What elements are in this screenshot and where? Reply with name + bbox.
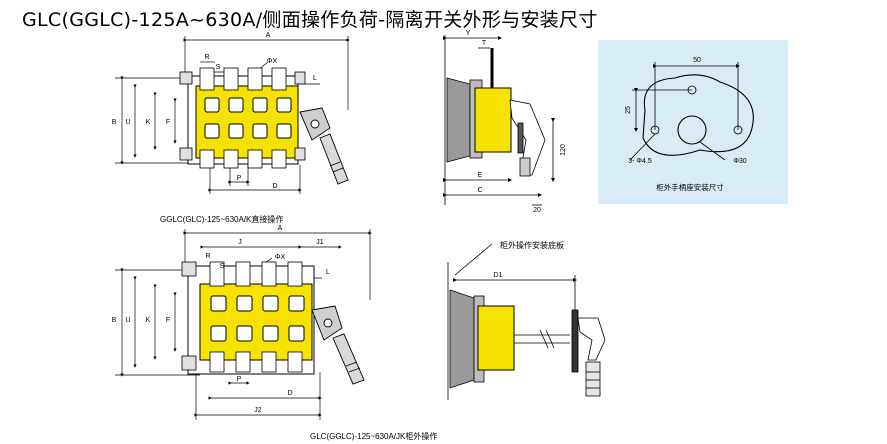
terminal-posts-top [199, 67, 287, 169]
dim-J: J [238, 239, 242, 246]
dim-J2: J2 [254, 407, 262, 414]
dim-50: 50 [693, 57, 701, 64]
side-view-direct [443, 35, 555, 206]
dim-phiX: ΦX [267, 58, 278, 65]
front2-dim-labels: A J J1 R S ΦX L B U K F P D J2 [112, 225, 330, 414]
switch-body-yellow [195, 85, 299, 159]
front1-dim-labels: A R S ΦX L B U K F P D [112, 32, 317, 190]
handle-seat-panel [598, 40, 788, 204]
caption-mounting-plate: 柜外操作安装底板 [500, 240, 564, 250]
dim-U-2: U [125, 317, 130, 324]
mounting-ears [179, 71, 306, 161]
dim-A-2: A [278, 225, 283, 232]
contact-windows-2 [210, 295, 305, 342]
side-body-yellow-2 [477, 305, 515, 371]
dim-R: R [204, 54, 209, 61]
dim-K-2: K [146, 317, 151, 324]
side-handle-2 [311, 305, 365, 385]
dim-phiX-2: ΦX [275, 254, 286, 261]
dim-P-2: P [237, 376, 242, 383]
switch-body-yellow-2 [199, 283, 313, 361]
caption-direct-operation: GGLC(GLC)-125~630A/K直接操作 [160, 214, 283, 224]
dim-R-2: R [205, 253, 210, 260]
side-handle [299, 107, 349, 185]
dim-25: 25 [625, 106, 632, 114]
dim-L-2: L [326, 269, 330, 276]
external-handle-profile [571, 309, 606, 397]
dim-L: L [313, 75, 317, 82]
mounting-ears-2 [181, 261, 197, 371]
dim-D1: D1 [494, 272, 503, 279]
dim-120: 120 [560, 144, 567, 156]
dim-D: D [272, 183, 277, 190]
dim-F: F [166, 119, 170, 126]
dim-P: P [237, 175, 242, 182]
caption-cabinet-operation: GLC(GGLC)-125~630A/JK柜外操作 [310, 431, 437, 441]
side1-dim-labels: Y T E C 20 120 [466, 30, 567, 214]
handle-seat-drawing [629, 62, 754, 161]
dim-B-2: B [112, 317, 117, 324]
dim-C: C [477, 187, 482, 194]
dim-F-2: F [166, 317, 170, 324]
side-view-cabinet [447, 243, 577, 400]
side-body-yellow [474, 87, 512, 153]
side-mount-plate-2 [449, 289, 475, 389]
front-view-cabinet [115, 229, 372, 420]
side-mount-plate [446, 77, 471, 163]
dim-S: S [216, 64, 221, 71]
dim-S-2: S [220, 263, 225, 270]
dim-hole: 3- Φ4.5 [628, 158, 652, 165]
contact-windows [204, 97, 292, 139]
dim-E: E [478, 172, 483, 179]
dim-A: A [266, 32, 271, 39]
dim-D-2: D [287, 390, 292, 397]
caption-handle-seat: 柜外手柄座安装尺寸 [656, 182, 724, 192]
dim-20: 20 [533, 207, 541, 214]
dim-phi30: Φ30 [733, 158, 746, 165]
dim-Y: Y [466, 30, 471, 37]
page-title: GLC(GGLC)-125A~630A/侧面操作负荷-隔离开关外形与安装尺寸 [22, 9, 598, 31]
dim-B: B [112, 119, 117, 126]
side-handle-profile [509, 99, 546, 177]
dim-J1: J1 [316, 239, 324, 246]
terminal-posts-2 [209, 261, 303, 373]
dim-U: U [125, 119, 130, 126]
dim-T: T [482, 40, 487, 47]
dim-K: K [146, 119, 151, 126]
handle-seat-labels: 50 25 3- Φ4.5 Φ30 [625, 57, 747, 165]
